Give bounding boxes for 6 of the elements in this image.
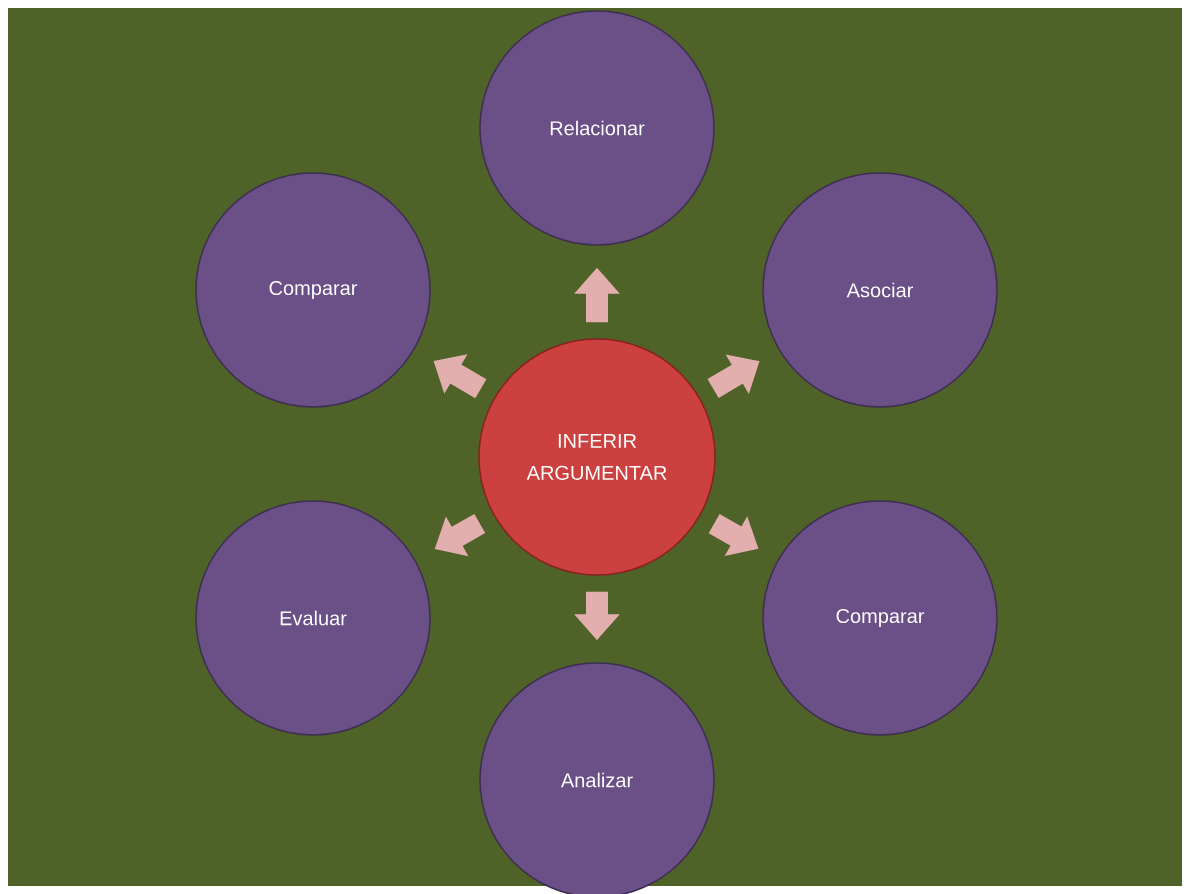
circle-node: Relacionar <box>479 10 715 246</box>
circle-node: Analizar <box>479 662 715 894</box>
circle-node: Comparar <box>195 172 431 408</box>
circle-node: Evaluar <box>195 500 431 736</box>
circle-node: Comparar <box>762 500 998 736</box>
circle-node: Asociar <box>762 172 998 408</box>
